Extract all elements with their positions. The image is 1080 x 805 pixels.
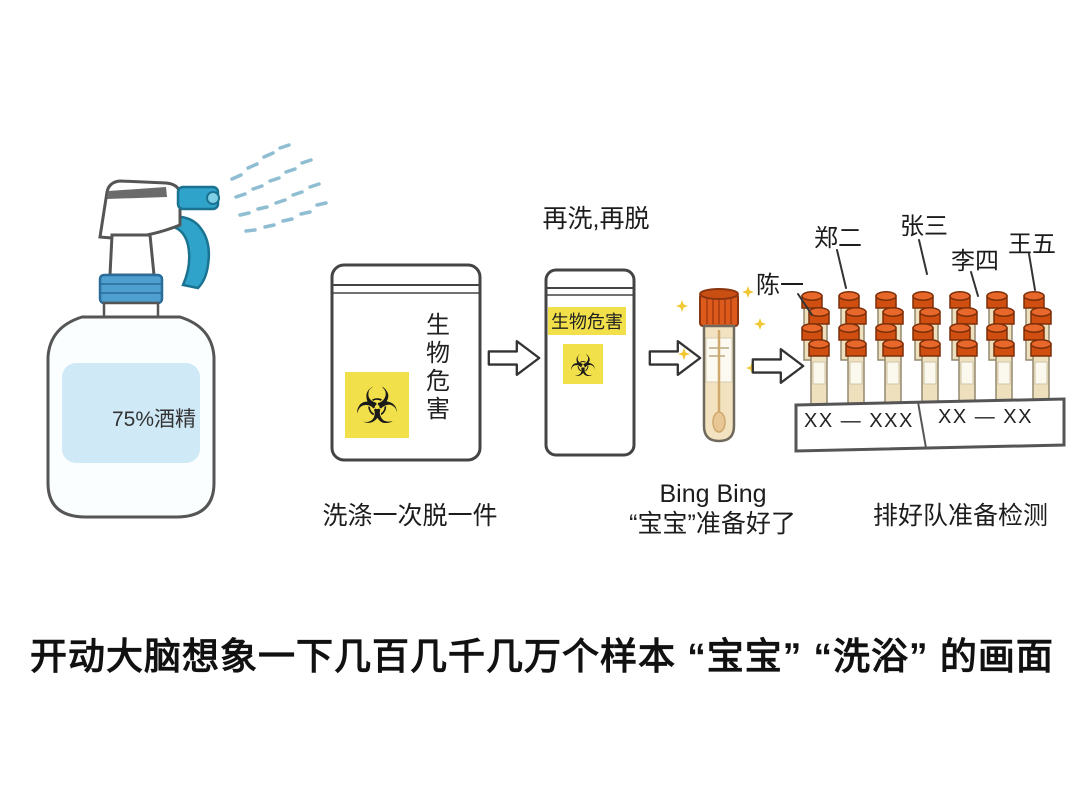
bottle-neck [108,233,156,277]
biohazard-icon: ☣ [355,377,400,435]
tube-cap-top [699,288,739,300]
biohazard-sticker [563,344,603,384]
bag-small-label: 生物危害 [548,307,626,335]
bottle-collar [98,273,164,305]
biohazard-icon: ☣ [570,349,597,384]
biohazard-sticker [345,372,409,438]
alcohol-label: 75%酒精 [111,408,197,431]
collar-ring [102,301,160,319]
sprayer-trigger [164,215,211,290]
swab-tip [712,411,726,433]
spray-mist-icon [230,143,328,233]
sample-name-label: 李四 [951,248,999,275]
sample-name-label: 郑二 [814,225,862,252]
sample-tube-illustration [676,286,766,443]
rack-base-label-left: XX — XXX [804,410,914,432]
footer-headline: 开动大脑想象一下几百几千几万个样本 “宝宝” “洗浴” 的画面 [30,636,1054,677]
rack-caption: 排好队准备检测 [872,502,1048,530]
sample-name-label: 王五 [1008,231,1056,258]
rack-base-label-right: XX — XX [938,406,1033,428]
rack-base [794,397,1066,453]
sample-name-label: 张三 [900,213,948,240]
bag-side-label: 生物危害 [426,312,450,423]
bag-large-caption: 洗涤一次脱一件 [322,502,498,530]
arrow-right-icon [751,348,805,384]
biohazard-bag-small-illustration: ☣ [544,268,636,457]
rewash-caption: 再洗,再脱 [542,205,650,233]
tube-rack-illustration [794,291,1066,453]
arrow-right-icon [648,340,702,376]
biohazard-bag-large-illustration: ☣ [330,263,482,462]
name-leader-lines [797,239,1036,316]
tube-caption-line2: “宝宝”准备好了 [629,510,796,538]
sprayer-head-cap [107,187,167,199]
rack-base-divider [917,401,927,449]
nozzle-tip [206,191,220,205]
arrow-right-icon [487,340,541,376]
alcohol-liquid [62,363,200,463]
tube-caption-line1: Bing Bing [659,480,767,508]
sample-name-label: 陈一 [756,272,804,299]
alcohol-spray-bottle-illustration [46,143,328,519]
tube-row-front [808,339,1052,407]
tube-cap-ridges [706,296,732,324]
